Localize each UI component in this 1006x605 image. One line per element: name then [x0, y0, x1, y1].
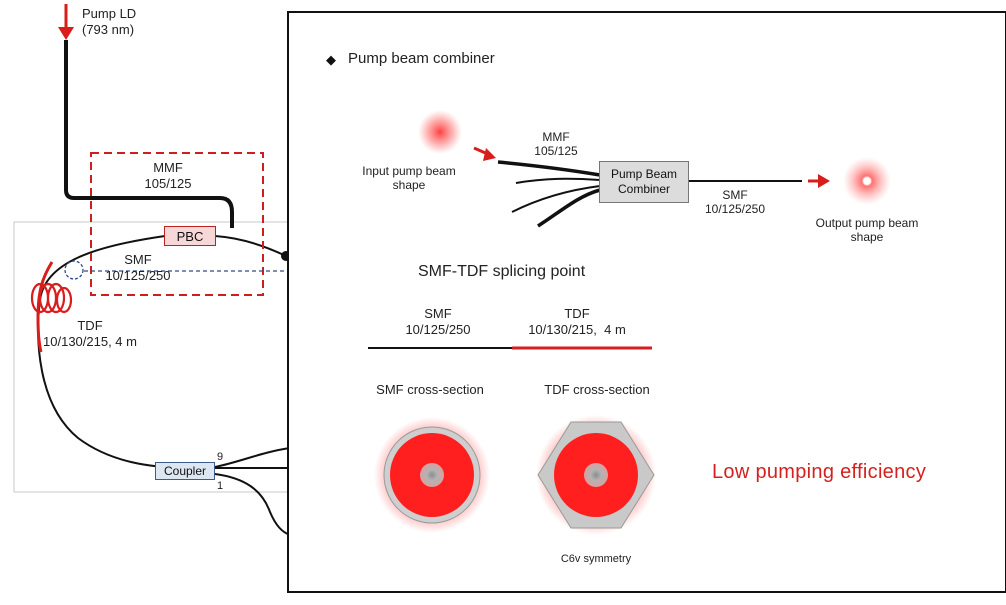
symmetry-label: C6v symmetry: [560, 553, 632, 565]
smf-cross-section-label: SMF cross-section: [376, 382, 484, 397]
pump-ld-label: Pump LD (793 nm): [82, 6, 137, 37]
tdf-cross-section-label: TDF cross-section: [544, 382, 650, 397]
tdf-segment-label: TDF 10/130/215, 4 m: [528, 306, 626, 337]
output-beam-shape: [843, 157, 891, 205]
pump-beam-combiner-box: Pump Beam Combiner: [599, 161, 689, 203]
mmf-label-left: MMF 105/125: [144, 160, 192, 191]
output-beam-label: Output pump beam shape: [815, 216, 919, 245]
pump-ld-arrowhead: [58, 27, 74, 40]
pump-beam-combiner-label: Pump Beam Combiner: [610, 167, 678, 196]
coupler-out-fiber-9: [214, 447, 291, 468]
coupler-port-1: 1: [217, 480, 224, 492]
smf-label-right: SMF 10/125/250: [704, 188, 766, 217]
input-arrowhead: [483, 148, 496, 161]
tdf-label-left: TDF 10/130/215, 4 m: [43, 318, 137, 349]
fiber-ring-top: [214, 235, 291, 259]
pbc-label: PBC: [176, 228, 204, 244]
tdf-coil: [30, 282, 73, 314]
tdf-cross-section-core: [584, 463, 608, 487]
mmf-input-fiber: [497, 160, 601, 177]
smf-label-left: SMF 10/125/250: [105, 252, 171, 283]
branch-fiber-1: [515, 177, 601, 184]
input-beam-label: Input pump beam shape: [362, 164, 456, 193]
coupler-port-9: 9: [217, 451, 224, 463]
input-beam-shape: [418, 110, 462, 154]
coupler-out-fiber-1: [214, 473, 291, 536]
branch-fiber-2: [511, 185, 601, 213]
smf-segment-label: SMF 10/125/250: [405, 306, 471, 337]
heading-bullet: ◆: [326, 52, 336, 67]
mmf-label-right: MMF 105/125: [534, 130, 578, 159]
pbc-highlight-box: [90, 152, 264, 296]
splicing-point-label: SMF-TDF splicing point: [418, 263, 586, 280]
branch-fiber-3: [537, 188, 601, 228]
smf-cross-section-core: [420, 463, 444, 487]
output-arrowhead: [818, 174, 830, 188]
splice-marker: [64, 260, 84, 280]
mmf-fiber: [64, 40, 234, 228]
conclusion-text: Low pumping efficiency: [712, 461, 927, 483]
coupler-label: Coupler: [163, 464, 207, 478]
panel-heading: Pump beam combiner: [348, 50, 495, 67]
tdf-red-segment: [36, 261, 54, 353]
pbc-box: PBC: [164, 226, 216, 246]
coupler-box: Coupler: [155, 462, 215, 480]
